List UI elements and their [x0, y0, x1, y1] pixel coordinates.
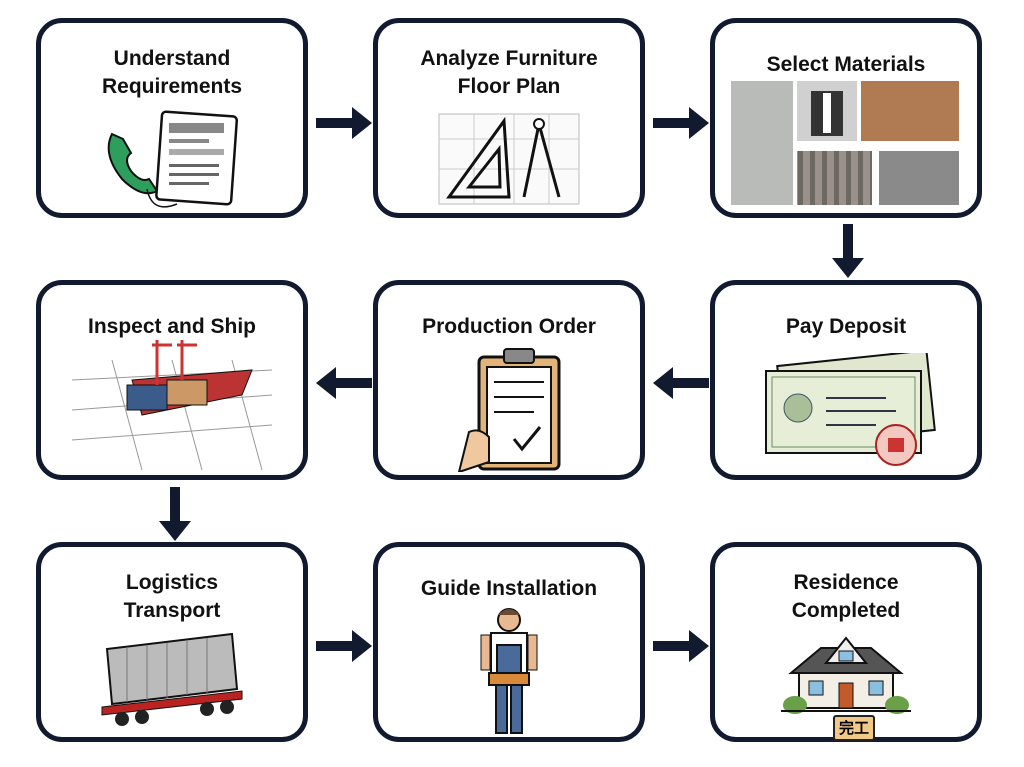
step-guide-installation: Guide Installation	[373, 542, 645, 742]
arrow-right-icon	[653, 630, 709, 662]
house-icon	[781, 636, 911, 714]
phone-document-icon	[107, 110, 239, 208]
arrow-left-icon	[316, 367, 372, 399]
worker-icon	[480, 608, 538, 734]
arrow-left-icon	[653, 367, 709, 399]
step-inspect-and-ship: Inspect and Ship	[36, 280, 308, 480]
completion-sign: 完工	[833, 715, 875, 741]
step-pay-deposit: Pay Deposit	[710, 280, 982, 480]
port-ship-icon	[72, 340, 272, 470]
arrow-right-icon	[653, 107, 709, 139]
clipboard-icon	[457, 348, 561, 472]
step-production-order: Production Order	[373, 280, 645, 480]
step-title: Pay Deposit	[785, 315, 907, 338]
banknotes-icon	[765, 353, 936, 466]
step-title: Guide Installation	[420, 577, 598, 600]
step-title: Inspect and Ship	[87, 315, 257, 338]
arrow-down-icon	[832, 224, 864, 278]
arrow-right-icon	[316, 630, 372, 662]
arrow-down-icon	[159, 487, 191, 541]
drafting-tools-icon	[438, 113, 580, 205]
step-title: Production Order	[422, 315, 596, 338]
material-samples-icon	[731, 81, 959, 205]
arrow-right-icon	[316, 107, 372, 139]
step-select-materials: Select Materials	[710, 18, 982, 218]
container-truck-icon	[101, 632, 243, 726]
step-title: Select Materials	[766, 53, 926, 76]
